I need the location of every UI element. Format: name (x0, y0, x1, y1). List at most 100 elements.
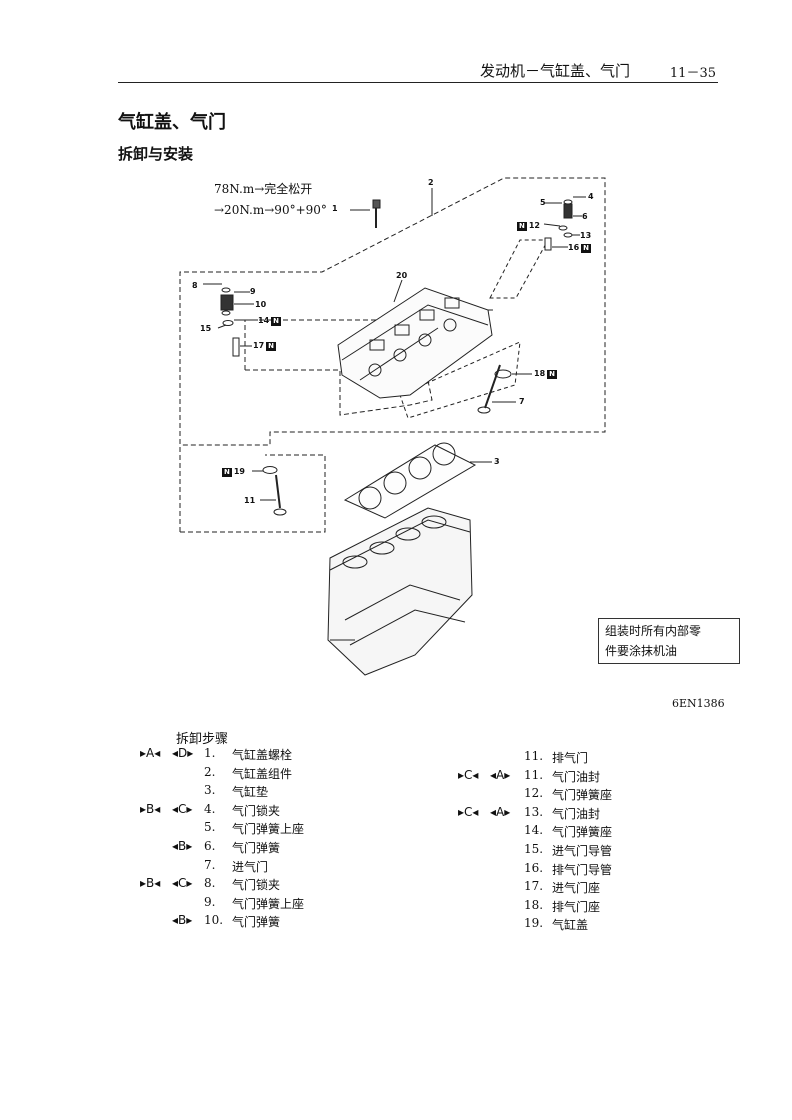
figure-code: 6EN1386 (672, 697, 725, 710)
step-text: 气门弹簧 (232, 915, 281, 930)
section-title: 发动机－气缸盖、气门 (479, 62, 630, 80)
removal-mark: ▸A◂ (140, 746, 161, 760)
step-number: 17. (524, 879, 544, 894)
step-text: 气门锁夹 (232, 878, 281, 893)
removal-mark: ▸C◂ (458, 804, 479, 819)
step-text: 气缸垫 (232, 785, 269, 800)
oil-note-line2: 件要涂抹机油 (605, 644, 678, 658)
step-row: ▸C◂ ◂A▸ 13. 气门油封 (458, 804, 724, 824)
removal-mark: ▸C◂ (458, 767, 479, 782)
install-mark: ◂C▸ (172, 801, 193, 816)
install-mark: ◂A▸ (490, 767, 511, 782)
n-mark: N (222, 468, 232, 477)
step-number: 8. (204, 876, 216, 891)
n-mark: N (266, 342, 276, 351)
step-number: 9. (204, 894, 216, 909)
label-1: 1 (332, 204, 338, 213)
n-mark: N (517, 222, 527, 231)
step-number: 13. (524, 804, 544, 819)
step-text: 气门油封 (552, 806, 601, 821)
install-mark: ◂C▸ (172, 876, 193, 891)
n-mark: N (271, 317, 281, 326)
step-number: 3. (204, 783, 216, 798)
step-row: 17. 进气门座 (524, 879, 724, 898)
step-number: 12. (524, 786, 544, 801)
torque-spec-line1: 78N.m→完全松开 (214, 182, 313, 196)
step-row: 7. 进气门 (204, 858, 404, 877)
step-number: 7. (204, 857, 216, 872)
step-number: 11. (524, 767, 544, 782)
label-5: 5 (540, 198, 546, 207)
step-text: 气门锁夹 (232, 803, 281, 818)
step-text: 排气门座 (552, 899, 601, 914)
install-mark: ◂A▸ (490, 804, 511, 819)
step-row: 15. 进气门导管 (524, 842, 724, 861)
n-mark: N (547, 370, 557, 379)
step-number: 15. (524, 841, 544, 856)
install-mark: ◂B▸ (172, 913, 193, 928)
step-number: 2. (204, 764, 216, 779)
step-text: 排气门 (552, 751, 589, 765)
steps-title: 拆卸步骤 (176, 732, 229, 747)
label-15: 15 (200, 324, 212, 333)
label-10: 10 (255, 300, 267, 309)
step-number: 4. (204, 801, 216, 816)
step-text: 进气门导管 (552, 843, 613, 858)
step-text: 进气门 (232, 859, 269, 874)
step-row: ▸B◂◂C▸8.气门锁夹 (140, 876, 404, 895)
page-number: 11－35 (669, 66, 716, 81)
step-text: 气门弹簧座 (552, 788, 613, 803)
removal-mark: ▸B◂ (140, 801, 161, 816)
step-row: ◂B▸ 10. 气门弹簧 (172, 913, 404, 932)
n-mark: N (581, 244, 591, 253)
step-text: 气门弹簧座 (552, 825, 613, 840)
step-row: 9. 气门弹簧上座 (204, 895, 404, 914)
page-heading: 气缸盖、气门 (118, 112, 226, 133)
label-6: 6 (582, 212, 588, 221)
step-row: 16. 排气门导管 (524, 861, 724, 880)
step-row: 3. 气缸垫 (204, 783, 404, 802)
step-text: 气门弹簧 (232, 840, 281, 855)
step-text: 气门弹簧上座 (232, 822, 305, 837)
label-7: 7 (519, 397, 525, 406)
label-3: 3 (494, 457, 500, 466)
step-text: 进气门座 (552, 881, 601, 896)
step-number: 5. (204, 820, 216, 835)
step-row: 11. 排气门 (524, 749, 724, 768)
step-number: 10. (204, 913, 224, 928)
install-mark: ◂D▸ (172, 746, 194, 760)
step-number: 16. (524, 860, 544, 875)
step-number: 6. (204, 838, 216, 853)
step-row: 2. 气缸盖组件 (204, 765, 404, 784)
step-text: 气缸盖 (552, 918, 589, 933)
label-2: 2 (428, 178, 434, 187)
step-row: ▸C◂ ◂A▸ 11. 气门油封 (458, 767, 724, 787)
step-row: 18. 排气门座 (524, 898, 724, 917)
torque-spec-line2: →20N.m→90°+90° (214, 203, 327, 217)
step-row: ▸B◂ ◂C▸ 4. 气门锁夹 (140, 801, 404, 821)
step-text: 气缸盖组件 (232, 766, 293, 781)
step-row: 19. 气缸盖 (524, 916, 724, 935)
step-number: 11. (524, 749, 544, 763)
diagram-drawing (179, 177, 606, 676)
step-text: 气缸盖螺栓 (232, 748, 293, 762)
step-text: 气门油封 (552, 769, 601, 784)
step-number: 14. (524, 823, 544, 838)
step-number: 18. (524, 897, 544, 912)
install-mark: ◂B▸ (172, 838, 193, 853)
label-13: 13 (580, 231, 592, 240)
page-subheading: 拆卸与安装 (118, 145, 194, 163)
step-text: 气门弹簧上座 (232, 896, 305, 911)
step-text: 排气门导管 (552, 862, 613, 877)
label-9: 9 (250, 287, 256, 296)
step-row: 14. 气门弹簧座 (524, 823, 724, 842)
step-row: 5. 气门弹簧上座 (204, 820, 404, 839)
step-number: 19. (524, 916, 544, 931)
label-8: 8 (192, 281, 198, 290)
exploded-diagram: 78N.m→完全松开 →20N.m→90°+90° 1 2 3 4 5 6 7 … (170, 170, 740, 705)
